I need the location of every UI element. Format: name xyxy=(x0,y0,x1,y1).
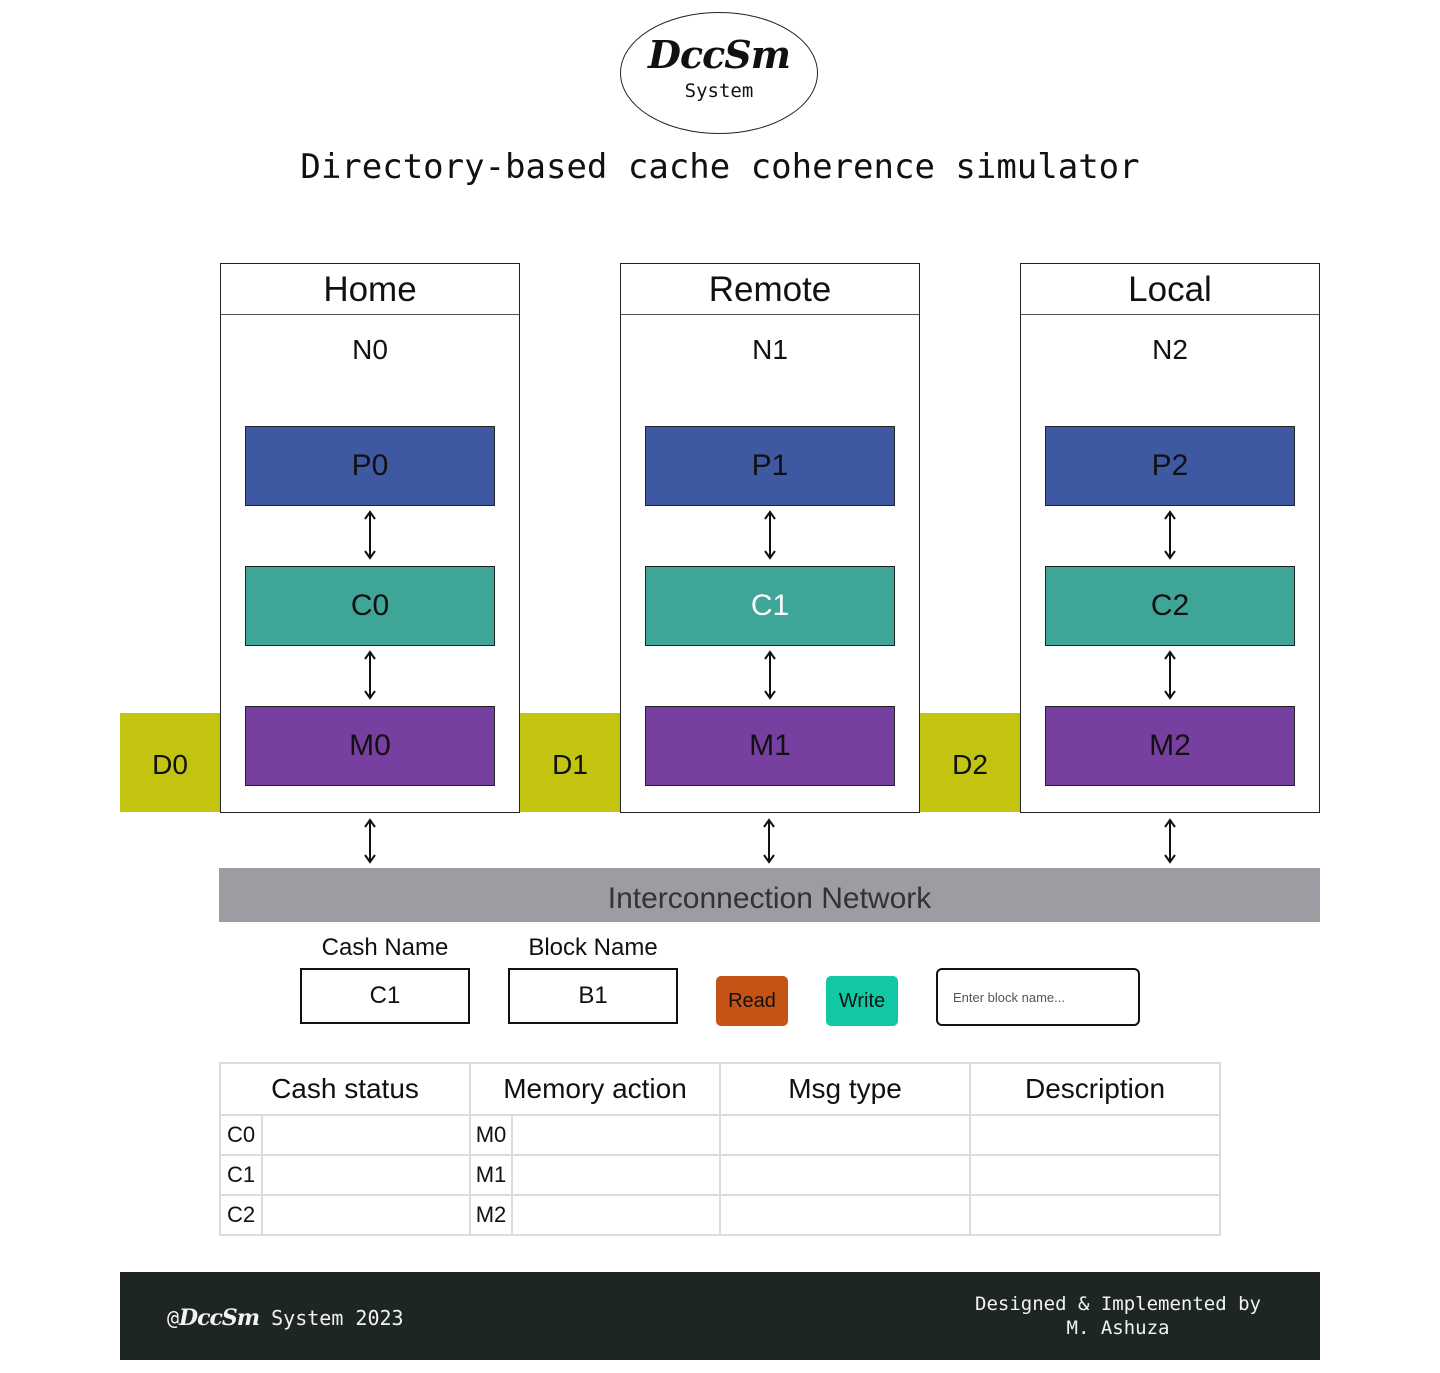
msg-type-cell xyxy=(719,1114,971,1156)
cash-name-field[interactable]: C1 xyxy=(300,968,470,1024)
node-home: Home N0 P0 C0 M0 xyxy=(220,263,520,813)
logo-ellipse xyxy=(620,12,818,134)
block-name-field[interactable]: B1 xyxy=(508,968,678,1024)
description-cell xyxy=(969,1154,1221,1196)
interconnection-network: Interconnection Network xyxy=(219,868,1320,922)
write-button[interactable]: Write xyxy=(826,976,898,1026)
node-id-label: N0 xyxy=(352,334,388,365)
footer-brand: @DccSm System 2023 xyxy=(167,1304,404,1332)
cache-c2: C2 xyxy=(1045,566,1295,646)
bidirectional-arrow-icon xyxy=(764,510,776,560)
table-row: C0 M0 xyxy=(219,1114,1221,1156)
header-memory-action: Memory action xyxy=(469,1062,721,1116)
processor-p0: P0 xyxy=(245,426,495,506)
status-table: Cash status Memory action Msg type Descr… xyxy=(219,1062,1221,1236)
bidirectional-arrow-icon xyxy=(763,818,775,864)
row-memory-label: M2 xyxy=(469,1194,513,1236)
node-role-label: Remote xyxy=(621,264,919,315)
footer-logo: DccSm xyxy=(179,1305,260,1331)
cash-name-label: Cash Name xyxy=(321,934,449,961)
header-description: Description xyxy=(969,1062,1221,1116)
block-name-input[interactable] xyxy=(936,968,1140,1026)
directory-d1: D1 xyxy=(520,713,620,812)
footer: @DccSm System 2023 Designed & Implemente… xyxy=(120,1272,1320,1360)
memory-action-cell xyxy=(511,1114,721,1156)
memory-m2: M2 xyxy=(1045,706,1295,786)
bidirectional-arrow-icon xyxy=(1164,650,1176,700)
credit-line-2: M. Ashuza xyxy=(1066,1317,1170,1339)
node-role-label: Home xyxy=(221,264,519,315)
bidirectional-arrow-icon xyxy=(364,510,376,560)
page-title: Directory-based cache coherence simulato… xyxy=(300,147,1140,187)
cache-c1: C1 xyxy=(645,566,895,646)
memory-action-cell xyxy=(511,1154,721,1196)
node-local: Local N2 P2 C2 M2 xyxy=(1020,263,1320,813)
row-cache-label: C0 xyxy=(219,1114,263,1156)
node-remote: Remote N1 P1 C1 M1 xyxy=(620,263,920,813)
logo-subtitle: System xyxy=(684,80,754,102)
directory-d2: D2 xyxy=(920,713,1020,812)
read-button[interactable]: Read xyxy=(716,976,788,1026)
node-role-label: Local xyxy=(1021,264,1319,315)
msg-type-cell xyxy=(719,1154,971,1196)
memory-m0: M0 xyxy=(245,706,495,786)
row-memory-label: M1 xyxy=(469,1154,513,1196)
bidirectional-arrow-icon xyxy=(364,650,376,700)
node-id-label: N2 xyxy=(1152,334,1188,365)
bidirectional-arrow-icon xyxy=(1164,510,1176,560)
processor-p1: P1 xyxy=(645,426,895,506)
cache-c0: C0 xyxy=(245,566,495,646)
processor-p2: P2 xyxy=(1045,426,1295,506)
header-msg-type: Msg type xyxy=(719,1062,971,1116)
table-row: C1 M1 xyxy=(219,1154,1221,1196)
cache-status-cell xyxy=(261,1154,471,1196)
directory-d0: D0 xyxy=(120,713,220,812)
msg-type-cell xyxy=(719,1194,971,1236)
logo-title: DccSm xyxy=(648,32,791,77)
node-id-label: N1 xyxy=(752,334,788,365)
header-cash-status: Cash status xyxy=(219,1062,471,1116)
row-cache-label: C1 xyxy=(219,1154,263,1196)
memory-action-cell xyxy=(511,1194,721,1236)
footer-credit: Designed & Implemented by M. Ashuza xyxy=(963,1292,1273,1340)
table-header-row: Cash status Memory action Msg type Descr… xyxy=(219,1062,1221,1116)
bidirectional-arrow-icon xyxy=(764,650,776,700)
description-cell xyxy=(969,1114,1221,1156)
bidirectional-arrow-icon xyxy=(364,818,376,864)
footer-at: @ xyxy=(167,1306,180,1330)
row-cache-label: C2 xyxy=(219,1194,263,1236)
cache-status-cell xyxy=(261,1194,471,1236)
memory-m1: M1 xyxy=(645,706,895,786)
block-name-label: Block Name xyxy=(528,934,658,961)
credit-line-1: Designed & Implemented by xyxy=(975,1293,1261,1315)
description-cell xyxy=(969,1194,1221,1236)
bidirectional-arrow-icon xyxy=(1164,818,1176,864)
table-row: C2 M2 xyxy=(219,1194,1221,1236)
footer-suffix: System 2023 xyxy=(271,1306,404,1330)
cache-status-cell xyxy=(261,1114,471,1156)
row-memory-label: M0 xyxy=(469,1114,513,1156)
